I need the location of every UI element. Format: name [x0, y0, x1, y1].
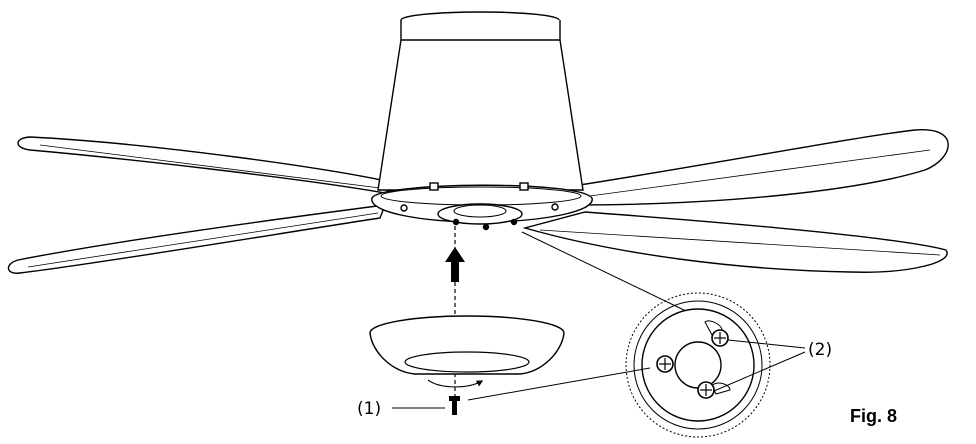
light-kit-mount: [437, 203, 523, 225]
blade-right-upper: [558, 129, 949, 206]
plate-screw-top: [711, 329, 729, 347]
plate-screw-bottom: [697, 381, 715, 399]
screw-callout-label: (1): [357, 399, 381, 419]
canopy-body: [377, 20, 584, 191]
plate-screw-left: [656, 355, 674, 373]
mounting-screws-callout-label: (2): [808, 340, 832, 360]
curved-arrow-icon: [427, 379, 484, 388]
figure-label: Fig. 8: [850, 406, 897, 426]
fan-blades: [7, 129, 949, 274]
light-glass-bowl: [369, 315, 565, 375]
blade-left-upper: [17, 136, 402, 194]
mounting-plate-detail: [467, 231, 806, 438]
motor-housing: [371, 11, 593, 231]
screw-icon: [449, 396, 460, 415]
blade-left-lower: [7, 204, 387, 274]
